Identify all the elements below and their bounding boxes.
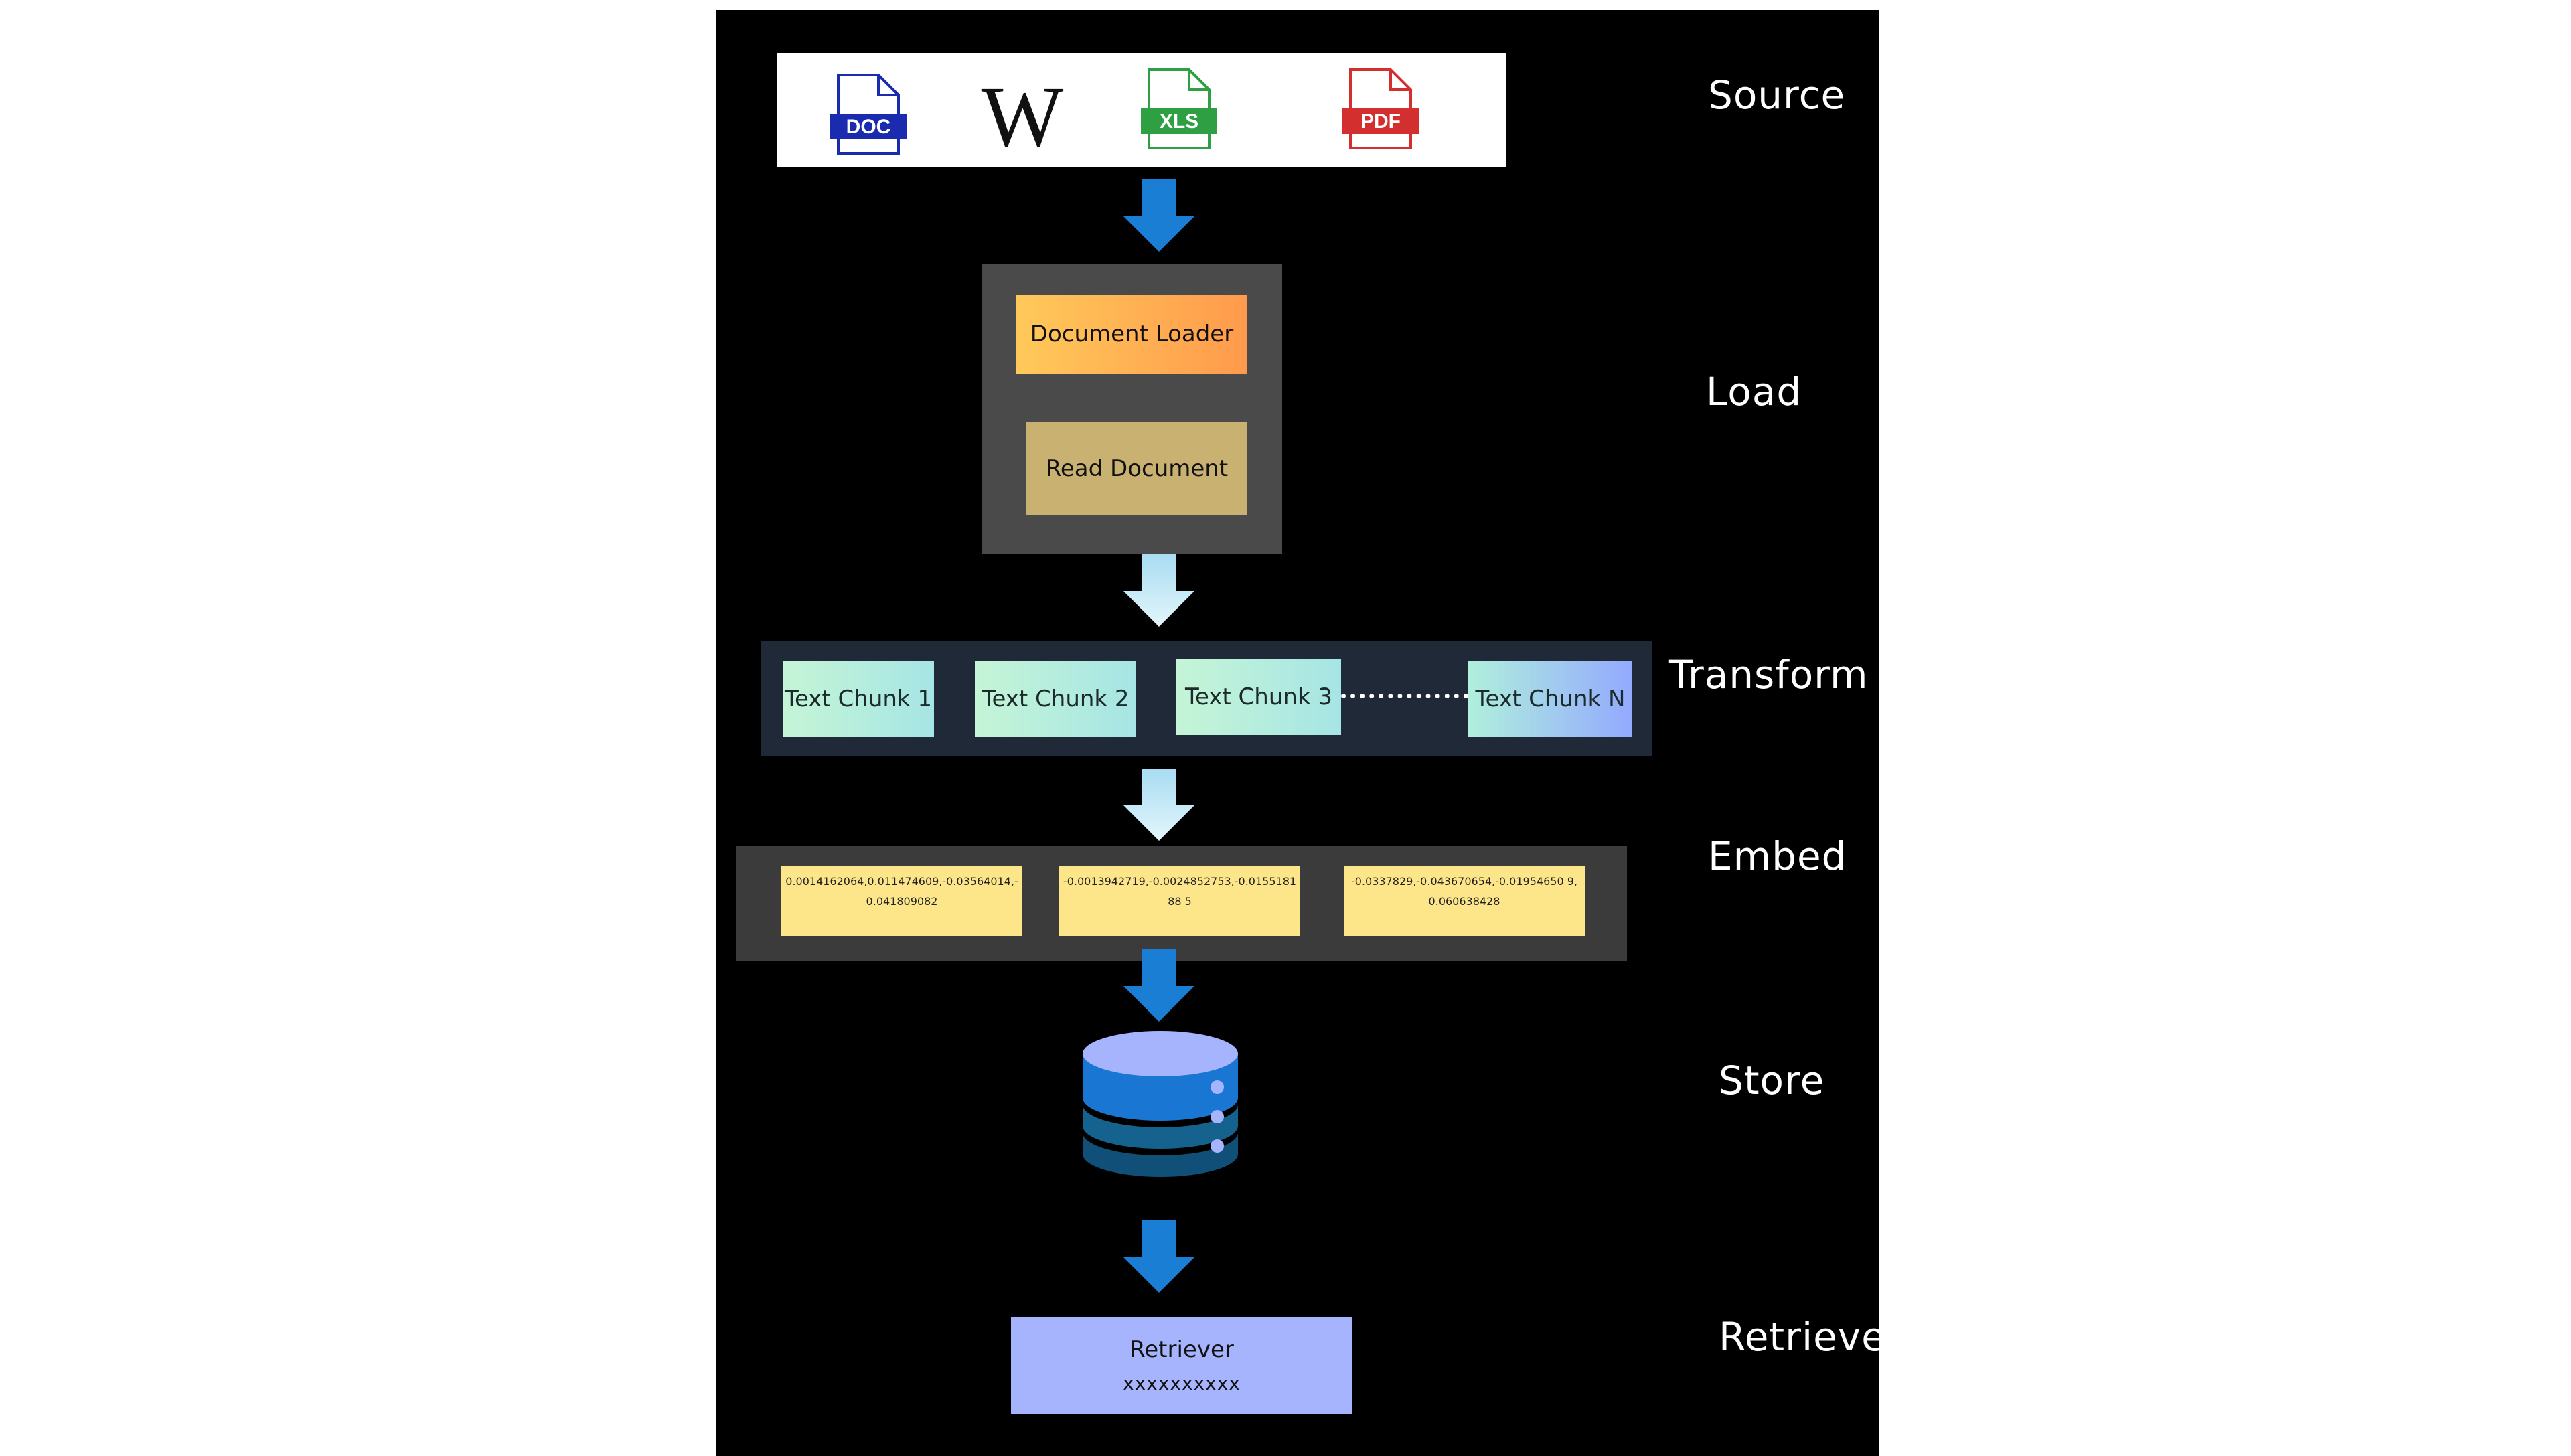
text-chunk-3: Text Chunk 3 — [1176, 659, 1341, 735]
read-document-box: Read Document — [1026, 422, 1247, 515]
text-chunk-2: Text Chunk 2 — [975, 661, 1136, 737]
stage-label-source: Source — [1708, 72, 1846, 118]
pdf-file-icon: PDF — [1342, 68, 1419, 149]
doc-file-icon: DOC — [830, 74, 907, 155]
text-chunk-n: Text Chunk N — [1468, 661, 1632, 737]
db-indicator-dot-1 — [1211, 1080, 1224, 1094]
wikipedia-glyph: W — [982, 79, 1064, 153]
retriever-title: Retriever — [1129, 1336, 1234, 1363]
retriever-box: Retriever xxxxxxxxxx — [1011, 1317, 1352, 1414]
arrow-transform-to-embed — [1123, 769, 1194, 841]
text-chunk-1: Text Chunk 1 — [783, 661, 934, 737]
embedding-vector-3: -0.0337829,-0.043670654,-0.01954650 9,0.… — [1344, 866, 1585, 936]
document-loader-box: Document Loader — [1016, 295, 1247, 374]
chunk-ellipsis-connector — [1341, 694, 1468, 698]
db-indicator-dot-3 — [1211, 1139, 1224, 1153]
stage-label-embed: Embed — [1708, 833, 1847, 879]
xls-file-label: XLS — [1160, 110, 1198, 133]
arrow-embed-to-store — [1123, 949, 1194, 1022]
db-indicator-dot-2 — [1211, 1110, 1224, 1123]
stage-label-transform: Transform — [1669, 652, 1869, 698]
retriever-value: xxxxxxxxxx — [1123, 1372, 1241, 1394]
stage-label-load: Load — [1706, 369, 1802, 414]
doc-file-label: DOC — [846, 116, 891, 138]
wikipedia-icon: W — [982, 79, 1064, 153]
stage-label-retrieve: Retrieve — [1719, 1314, 1886, 1360]
embedding-vector-1: 0.0014162064,0.011474609,-0.03564014,-0.… — [781, 866, 1022, 936]
xls-file-icon: XLS — [1141, 68, 1217, 149]
arrow-store-to-retrieve — [1123, 1220, 1194, 1293]
arrow-load-to-transform — [1123, 554, 1194, 627]
arrow-source-to-load — [1123, 179, 1194, 252]
vector-database-icon — [1083, 1031, 1238, 1177]
embedding-vector-2: -0.0013942719,-0.0024852753,-0.015518188… — [1059, 866, 1300, 936]
stage-label-store: Store — [1719, 1058, 1825, 1103]
pdf-file-label: PDF — [1360, 110, 1401, 133]
